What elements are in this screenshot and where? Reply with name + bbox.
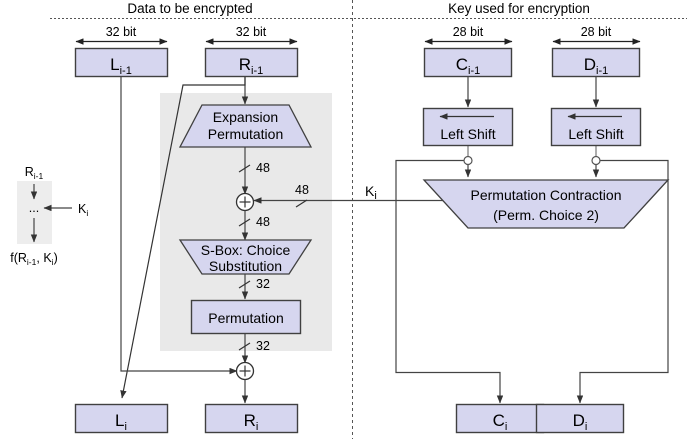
svg-text:Li-1: Li-1	[110, 55, 132, 77]
subkey-sub: i	[374, 190, 376, 202]
bitwidth-slash-32a	[238, 280, 251, 289]
wire-label-xor-out: 48	[256, 215, 270, 229]
svg-text:Li: Li	[115, 411, 127, 433]
box-c-prev-sub: i-1	[468, 65, 480, 77]
box-r-prev-base: R	[239, 55, 251, 74]
box-c-prev-base: C	[456, 55, 468, 74]
svg-text:Ci: Ci	[493, 411, 508, 433]
svg-text:f(Ri-1, Ki): f(Ri-1, Ki)	[10, 251, 57, 267]
bitwidth-slash-48c	[295, 199, 308, 208]
wire-label-perm-out: 32	[256, 339, 270, 353]
legend-output-sub2: i	[52, 257, 54, 267]
bitwidth-label-c: 28 bit	[453, 25, 484, 39]
box-l-prev[interactable]: Li-1	[74, 47, 169, 78]
box-r-prev[interactable]: Ri-1	[204, 47, 299, 78]
svg-text:Di-1: Di-1	[584, 55, 609, 77]
box-d-next[interactable]: Di	[535, 403, 625, 434]
box-d-prev-base: D	[584, 55, 596, 74]
legend-dots: ...	[29, 201, 39, 215]
wire-lprev-to-xor	[120, 77, 238, 375]
block-permutation[interactable]: Permutation	[190, 299, 302, 335]
box-d-next-base: D	[573, 411, 585, 430]
box-d-prev-sub: i-1	[596, 65, 608, 77]
svg-text:Ri-1: Ri-1	[25, 165, 44, 181]
bitwidth-measure-left-key: 28 bit	[424, 25, 513, 45]
legend-f-function: Ri-1 ... Ki f(Ri-1, Ki)	[10, 165, 88, 267]
box-c-next[interactable]: Ci	[455, 403, 545, 434]
svg-text:Ri-1: Ri-1	[239, 55, 264, 77]
wire-shift1-to-cnext	[395, 159, 504, 404]
legend-input-sub: i-1	[34, 171, 44, 181]
legend-output-pre: f(R	[10, 251, 27, 265]
bitwidth-slash-32b	[238, 342, 251, 351]
perm-contraction-line1: Permutation Contraction	[471, 187, 622, 203]
box-c-prev[interactable]: Ci-1	[423, 47, 513, 78]
block-permutation-contraction[interactable]: Permutation Contraction (Perm. Choice 2)	[422, 179, 670, 229]
perm-contraction-line2: (Perm. Choice 2)	[493, 207, 599, 223]
bitwidth-slash-48a	[238, 164, 251, 173]
box-l-next-sub: i	[125, 421, 127, 433]
bitwidth-label-l: 32 bit	[106, 25, 137, 39]
legend-output-sub1: i-1	[27, 257, 37, 267]
box-d-next-sub: i	[585, 421, 587, 433]
box-l-prev-sub: i-1	[120, 65, 132, 77]
block-expansion-permutation[interactable]: Expansion Permutation	[178, 104, 313, 148]
legend-key-base: K	[78, 202, 87, 216]
svg-text:Ri: Ri	[244, 411, 259, 433]
box-c-next-sub: i	[505, 421, 507, 433]
left-shift-2-label: Left Shift	[568, 126, 623, 142]
svg-text:Di: Di	[573, 411, 588, 433]
sbox-line2: Substitution	[209, 258, 282, 274]
box-l-next[interactable]: Li	[74, 403, 169, 434]
box-l-prev-base: L	[110, 55, 119, 74]
expansion-line2: Permutation	[208, 126, 283, 142]
wire-label-sbox-out: 32	[256, 277, 270, 291]
box-r-next-base: R	[244, 411, 256, 430]
bitwidth-measure-left-data: 32 bit	[75, 25, 168, 45]
box-d-prev[interactable]: Di-1	[551, 47, 641, 78]
sbox-line1: S-Box: Choice	[201, 242, 291, 258]
legend-output-mid: , K	[36, 251, 52, 265]
bitwidth-measure-right-key: 28 bit	[552, 25, 641, 45]
bitwidth-slash-48b	[238, 218, 251, 227]
legend-output-post: )	[54, 251, 58, 265]
permutation-label: Permutation	[208, 310, 283, 326]
subkey-label: Ki	[365, 183, 377, 202]
box-r-next-sub: i	[256, 421, 258, 433]
wire-rprev-to-lnext	[120, 77, 246, 399]
block-sbox-substitution[interactable]: S-Box: Choice Substitution	[178, 239, 313, 275]
junction-dot-icon-right	[591, 155, 601, 166]
svg-text:Ci-1: Ci-1	[456, 55, 481, 77]
left-shift-1-label: Left Shift	[440, 126, 495, 142]
xor-operator-bottom	[235, 361, 255, 381]
subkey-base: K	[365, 183, 375, 199]
section-title-right: Key used for encryption	[448, 1, 590, 16]
block-left-shift-1[interactable]: Left Shift	[422, 107, 514, 147]
svg-text:Ki: Ki	[365, 183, 377, 202]
svg-text:Ki: Ki	[78, 202, 88, 218]
xor-operator-top	[235, 192, 255, 212]
wire-label-exp-out: 48	[256, 161, 270, 175]
section-title-left: Data to be encrypted	[127, 1, 252, 16]
box-r-prev-sub: i-1	[251, 65, 263, 77]
bitwidth-label-d: 28 bit	[581, 25, 612, 39]
bitwidth-measure-right-data: 32 bit	[205, 25, 298, 45]
wire-label-key-in: 48	[295, 183, 309, 197]
legend-input-base: R	[25, 165, 34, 179]
wire-shift2-to-dnext	[576, 159, 669, 404]
legend-key-sub: i	[86, 208, 88, 218]
box-l-next-base: L	[115, 411, 124, 430]
bitwidth-label-r: 32 bit	[236, 25, 267, 39]
junction-dot-icon-left	[463, 155, 473, 166]
box-r-next[interactable]: Ri	[204, 403, 299, 434]
box-c-next-base: C	[493, 411, 505, 430]
block-left-shift-2[interactable]: Left Shift	[550, 107, 642, 147]
expansion-line1: Expansion	[213, 109, 278, 125]
